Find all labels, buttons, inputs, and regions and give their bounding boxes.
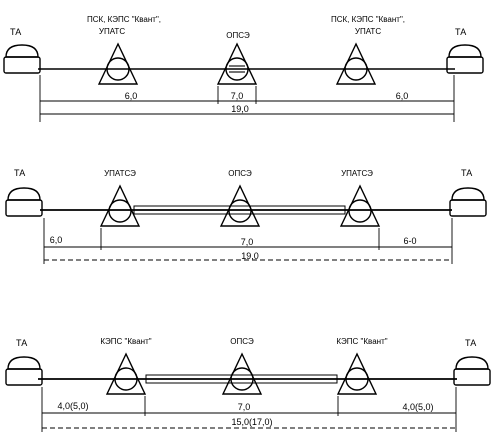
dim-total: 15,0(17,0) xyxy=(231,417,272,427)
end-label-left: ТА xyxy=(14,168,25,178)
dim-right: 6-0 xyxy=(403,236,416,246)
node-1 xyxy=(105,352,147,395)
end-label-right: ТА xyxy=(465,338,476,348)
dim-left: 6,0 xyxy=(50,235,63,245)
node-3 xyxy=(335,42,377,85)
dim-middle: 7,0 xyxy=(241,237,254,247)
dim-middle: 7,0 xyxy=(231,91,244,101)
terminal-right xyxy=(446,44,484,74)
node-1-label: КЭПС "Квант" xyxy=(100,337,151,346)
dim-middle: 7,0 xyxy=(238,402,251,412)
node-2 xyxy=(216,42,258,85)
node-1-label-line-1: ПСК, КЭПС "Квант", xyxy=(87,15,161,24)
diagram-middle xyxy=(5,184,487,264)
dim-left: 4,0(5,0) xyxy=(57,401,88,411)
dimension-lines xyxy=(39,75,455,122)
node-2 xyxy=(221,352,263,395)
diagram-bottom-text: ТА ТА КЭПС "Квант" ОПСЭ КЭПС "Квант" 4,0… xyxy=(16,337,476,427)
dim-left: 6,0 xyxy=(125,91,138,101)
node-1 xyxy=(97,42,139,85)
node-2-label: ОПСЭ xyxy=(228,169,252,178)
diagram-middle-text: ТА ТА УПАТСЭ ОПСЭ УПАТСЭ 6,0 7,0 6-0 19,… xyxy=(14,168,472,261)
end-label-right: ТА xyxy=(461,168,472,178)
node-2-label: ОПСЭ xyxy=(226,31,250,40)
terminal-left xyxy=(3,44,41,74)
node-3-label: УПАТСЭ xyxy=(341,169,373,178)
terminal-left xyxy=(5,187,43,217)
dimension-lines xyxy=(43,218,453,264)
terminal-left xyxy=(5,356,43,386)
diagram-top-text: ТА ТА ПСК, КЭПС "Квант", УПАТС ОПСЭ ПСК,… xyxy=(10,15,466,114)
diagram-top xyxy=(3,42,484,122)
dim-total: 19,0 xyxy=(231,104,249,114)
cable-band xyxy=(145,374,338,384)
terminal-right xyxy=(449,187,487,217)
node-2-label: ОПСЭ xyxy=(230,337,254,346)
node-1 xyxy=(99,184,141,227)
end-label-left: ТА xyxy=(16,338,27,348)
dim-total: 19,0 xyxy=(241,251,259,261)
node-3 xyxy=(336,352,378,395)
diagram-bottom xyxy=(5,352,491,432)
node-2 xyxy=(219,184,261,227)
end-label-right: ТА xyxy=(455,27,466,37)
node-1-label: УПАТСЭ xyxy=(104,169,136,178)
end-label-left: ТА xyxy=(10,27,21,37)
cable-band xyxy=(133,205,346,215)
node-3-label-line-1: ПСК, КЭПС "Квант", xyxy=(331,15,405,24)
dim-right: 6,0 xyxy=(396,91,409,101)
node-3-label-line-2: УПАТС xyxy=(355,27,381,36)
terminal-right xyxy=(453,356,491,386)
dimension-lines xyxy=(41,387,457,432)
node-3-label: КЭПС "Квант" xyxy=(336,337,387,346)
node-1-label-line-2: УПАТС xyxy=(99,27,125,36)
dim-right: 4,0(5,0) xyxy=(402,402,433,412)
node-3 xyxy=(339,184,381,227)
